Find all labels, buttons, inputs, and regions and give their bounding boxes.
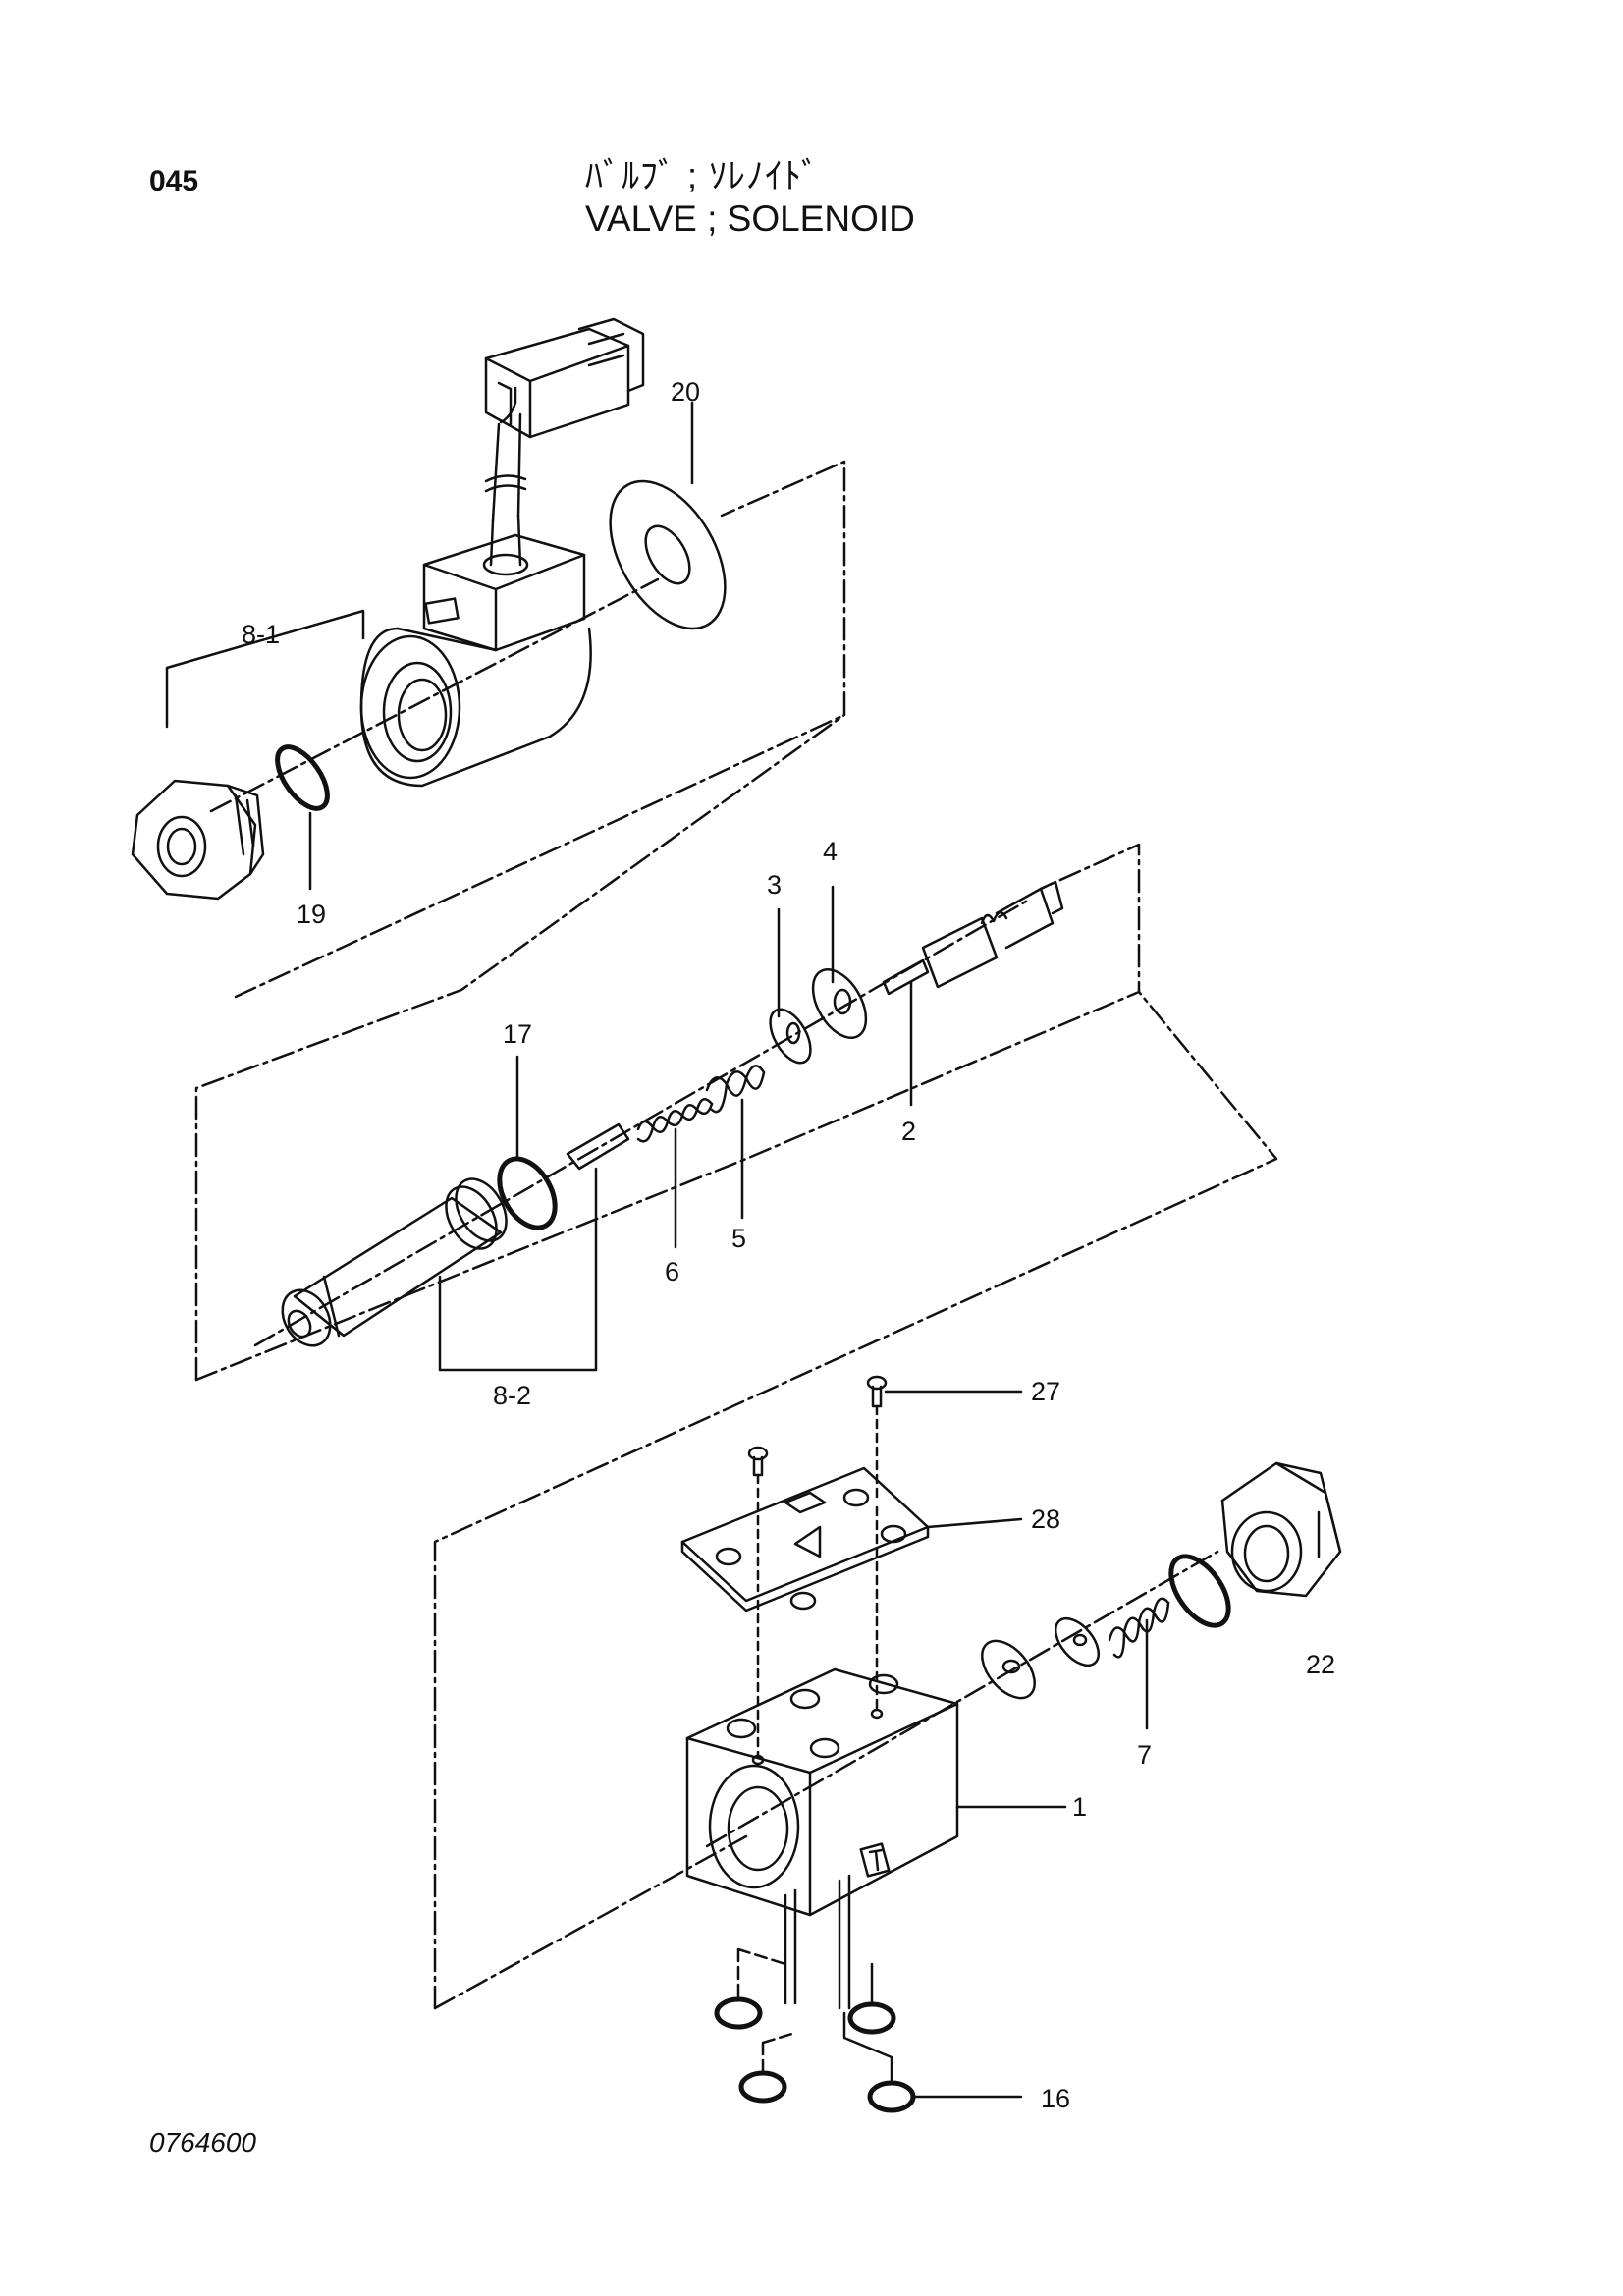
axis-upper (209, 577, 660, 813)
oring-19 (275, 744, 330, 811)
washer-20 (609, 479, 727, 630)
spool-2 (882, 880, 1064, 996)
callout-28: 28 (1031, 1504, 1060, 1534)
frame-lower (433, 990, 1278, 2010)
spring-7 (1108, 1597, 1170, 1659)
washer-lower (981, 1639, 1036, 1700)
solenoid-coil (359, 533, 592, 788)
plate-28 (680, 1466, 1023, 1613)
cable (482, 412, 529, 576)
title-japanese: ﾊﾞﾙﾌﾞ ; ｿﾚﾉｲﾄﾞ (585, 155, 821, 195)
callout-6: 6 (665, 1257, 679, 1286)
screw-27b (747, 1446, 769, 1593)
frame-middle (194, 843, 1141, 1382)
callout-7: 7 (1137, 1740, 1152, 1770)
axis-lower (433, 1550, 1219, 2010)
valve-body-1 (685, 1505, 1067, 1917)
bracket-8-1 (165, 609, 365, 729)
callout-27: 27 (1031, 1377, 1060, 1406)
callout-20: 20 (671, 377, 700, 407)
solenoid-coil-group (131, 317, 846, 999)
screw-27 (866, 1375, 1023, 1504)
bracket-8-2 (438, 1167, 598, 1372)
connector-plug (484, 317, 645, 439)
oring-16-group (714, 1874, 1023, 2113)
title-english: VALVE ; SOLENOID (585, 198, 915, 239)
drawing-number: 0764600 (149, 2127, 257, 2158)
oring-lower (1168, 1554, 1231, 1628)
washer-4 (811, 968, 868, 1039)
frame-upper (234, 460, 846, 999)
pin (566, 1122, 630, 1171)
valve-body-group (433, 990, 1342, 2113)
plug-22 (1220, 1461, 1342, 1598)
cartridge-sleeve (281, 1177, 508, 1347)
callout-22: 22 (1306, 1650, 1335, 1679)
callout-8-1: 8-1 (242, 620, 280, 649)
callout-16: 16 (1041, 2084, 1070, 2113)
hex-nut (131, 779, 265, 901)
frame-middle-left (194, 713, 846, 1382)
spool-group (194, 713, 1141, 1382)
page-code: 045 (149, 165, 199, 197)
washer-lower-2 (1054, 1616, 1101, 1667)
callout-5: 5 (731, 1224, 746, 1253)
callout-3: 3 (767, 870, 782, 900)
callout-1: 1 (1072, 1792, 1087, 1822)
callout-19: 19 (297, 900, 326, 929)
callout-4: 4 (823, 837, 838, 866)
spring-6 (636, 1097, 714, 1143)
spring-5 (705, 1065, 766, 1114)
callout-17: 17 (503, 1019, 532, 1049)
oring-17 (497, 1156, 558, 1230)
washer-3 (769, 1008, 812, 1065)
callout-8-2: 8-2 (493, 1381, 531, 1410)
callout-2: 2 (901, 1117, 916, 1146)
